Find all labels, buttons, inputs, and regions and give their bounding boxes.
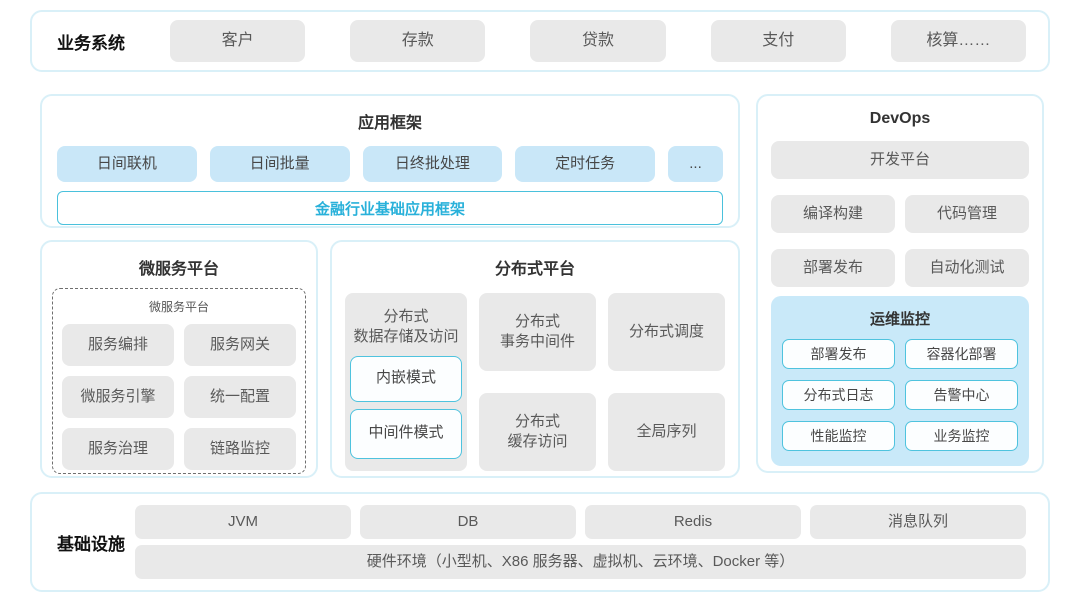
- ms-item-service-governance: 服务治理: [62, 428, 174, 470]
- dist-cell-transaction-middleware: 分布式 事务中间件: [479, 293, 596, 371]
- distributed-column-middle: 分布式 事务中间件 分布式 缓存访问: [479, 293, 596, 471]
- devops-auto-test: 自动化测试: [905, 249, 1029, 287]
- devops-deploy: 部署发布: [771, 249, 895, 287]
- microservice-title: 微服务平台: [138, 261, 219, 278]
- business-item-payment: 支付: [710, 20, 846, 62]
- dist-cell-scheduling: 分布式调度: [608, 293, 725, 371]
- infrastructure-content: JVM DB Redis 消息队列 硬件环境（小型机、X86 服务器、虚拟机、云…: [135, 505, 1026, 579]
- app-framework-modes: 日间联机 日间批量 日终批处理 定时任务 ...: [57, 146, 723, 182]
- microservice-grid: 服务编排 服务网关 微服务引擎 统一配置 服务治理 链路监控: [62, 324, 296, 470]
- ops-item-performance-monitoring: 性能监控: [782, 421, 895, 451]
- infra-hardware-bar: 硬件环境（小型机、X86 服务器、虚拟机、云环境、Docker 等）: [135, 545, 1026, 579]
- app-framework-title: 应用框架: [357, 115, 422, 132]
- ms-item-service-gateway: 服务网关: [184, 324, 296, 366]
- app-mode-scheduled-task: 定时任务: [515, 146, 655, 182]
- distributed-column-right: 分布式调度 全局序列: [608, 293, 725, 471]
- app-mode-more: ...: [668, 146, 723, 182]
- business-item-accounting: 核算……: [890, 20, 1027, 62]
- business-item-loan: 贷款: [530, 20, 666, 62]
- app-mode-eod-batch: 日终批处理: [362, 146, 503, 182]
- ms-item-unified-config: 统一配置: [184, 376, 296, 418]
- devops-build: 编译构建: [771, 195, 895, 233]
- devops-code-mgmt: 代码管理: [905, 195, 1029, 233]
- ops-monitoring-grid: 部署发布 容器化部署 分布式日志 告警中心 性能监控 业务监控: [782, 339, 1018, 451]
- dist-cell-cache-access: 分布式 缓存访问: [479, 393, 596, 471]
- microservice-inner-title: 微服务平台: [148, 300, 209, 314]
- dist-mode-embedded: 内嵌模式: [350, 355, 462, 402]
- ms-item-trace-monitoring: 链路监控: [184, 428, 296, 470]
- dist-cell-global-sequence: 全局序列: [608, 393, 725, 471]
- devops-panel: DevOps 开发平台 编译构建 代码管理 部署发布 自动化测试 运维监控 部署…: [756, 94, 1044, 473]
- finance-base-framework-bar: 金融行业基础应用框架: [57, 191, 723, 225]
- infrastructure-label: 基础设施: [57, 534, 125, 554]
- dist-data-storage-box: 分布式 数据存储及访问 内嵌模式 中间件模式: [345, 293, 467, 471]
- ops-item-alert-center: 告警中心: [905, 380, 1018, 410]
- dist-mode-middleware: 中间件模式: [350, 408, 462, 459]
- app-mode-daytime-batch: 日间批量: [209, 146, 350, 182]
- infra-item-redis: Redis: [585, 505, 801, 539]
- app-framework-panel: 应用框架 日间联机 日间批量 日终批处理 定时任务 ... 金融行业基础应用框架: [40, 94, 740, 228]
- distributed-panel: 分布式平台 分布式 数据存储及访问 内嵌模式 中间件模式 分布式 事务中间件 分…: [330, 240, 740, 478]
- ops-item-business-monitoring: 业务监控: [905, 421, 1018, 451]
- infrastructure-row: JVM DB Redis 消息队列: [135, 505, 1026, 539]
- distributed-body: 分布式 数据存储及访问 内嵌模式 中间件模式 分布式 事务中间件 分布式 缓存访…: [345, 293, 725, 471]
- app-mode-daytime-online: 日间联机: [57, 146, 197, 182]
- devops-tools-grid: 编译构建 代码管理 部署发布 自动化测试: [771, 195, 1029, 287]
- business-systems-panel: 业务系统 客户 存款 贷款 支付 核算……: [30, 10, 1050, 72]
- microservice-panel: 微服务平台 微服务平台 服务编排 服务网关 微服务引擎 统一配置 服务治理 链路…: [40, 240, 318, 478]
- dist-data-storage-label: 分布式 数据存储及访问: [353, 308, 459, 346]
- ops-item-distributed-log: 分布式日志: [782, 380, 895, 410]
- ops-item-containerized-deploy: 容器化部署: [905, 339, 1018, 369]
- distributed-title: 分布式平台: [494, 261, 575, 278]
- infrastructure-panel: 基础设施 JVM DB Redis 消息队列 硬件环境（小型机、X86 服务器、…: [30, 492, 1050, 592]
- infra-item-db: DB: [360, 505, 576, 539]
- ms-item-service-orchestration: 服务编排: [62, 324, 174, 366]
- business-item-customer: 客户: [170, 20, 306, 62]
- ops-monitoring-title: 运维监控: [869, 311, 930, 328]
- devops-dev-platform: 开发平台: [771, 141, 1029, 179]
- devops-title: DevOps: [869, 110, 931, 127]
- infra-item-message-queue: 消息队列: [810, 505, 1026, 539]
- ops-item-deploy-release: 部署发布: [782, 339, 895, 369]
- ops-monitoring-panel: 运维监控 部署发布 容器化部署 分布式日志 告警中心 性能监控 业务监控: [771, 296, 1029, 466]
- microservice-inner-box: 微服务平台 服务编排 服务网关 微服务引擎 统一配置 服务治理 链路监控: [52, 288, 306, 474]
- infra-item-jvm: JVM: [135, 505, 351, 539]
- business-item-deposit: 存款: [350, 20, 486, 62]
- business-systems-label: 业务系统: [57, 33, 125, 53]
- ms-item-microservice-engine: 微服务引擎: [62, 376, 174, 418]
